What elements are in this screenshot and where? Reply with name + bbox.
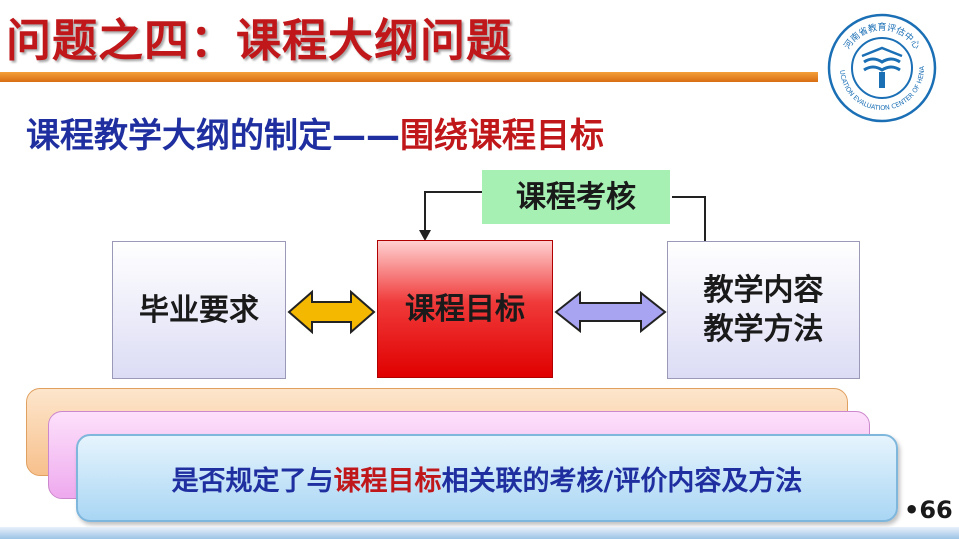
page-number: •66	[904, 496, 953, 524]
title-underline-bar	[0, 72, 818, 82]
slide-title: 问题之四：课程大纲问题	[6, 14, 513, 67]
teaching-content-box: 教学内容 教学方法	[667, 241, 860, 379]
double-arrow-right	[554, 290, 667, 334]
teaching-content-line2: 教学方法	[703, 312, 824, 347]
teaching-content-line1: 教学内容	[703, 273, 824, 308]
banner-highlight: 课程目标	[333, 465, 442, 497]
course-assessment-box: 课程考核	[482, 170, 670, 224]
graduation-requirements-box: 毕业要求	[112, 241, 286, 379]
subtitle-main: 课程教学大纲的制定——	[26, 116, 400, 156]
question-banner: 是否规定了与课程目标相关联的考核/评价内容及方法	[76, 434, 898, 522]
loop-line-right	[672, 196, 706, 243]
loop-line-left	[424, 191, 482, 238]
subtitle-highlight: 围绕课程目标	[400, 116, 604, 156]
subtitle: 课程教学大纲的制定——围绕课程目标	[26, 108, 604, 157]
course-objectives-box: 课程目标	[377, 240, 553, 378]
henan-education-evaluation-center-logo: 河南省教育评估中心 EDUCATION EVALUATION CENTER OF…	[823, 6, 938, 124]
banner-suffix: 相关联的考核/评价内容及方法	[441, 465, 803, 497]
double-arrow-left	[287, 289, 376, 335]
banner-prefix: 是否规定了与	[171, 465, 334, 497]
bottom-decorative-bar	[0, 527, 959, 539]
